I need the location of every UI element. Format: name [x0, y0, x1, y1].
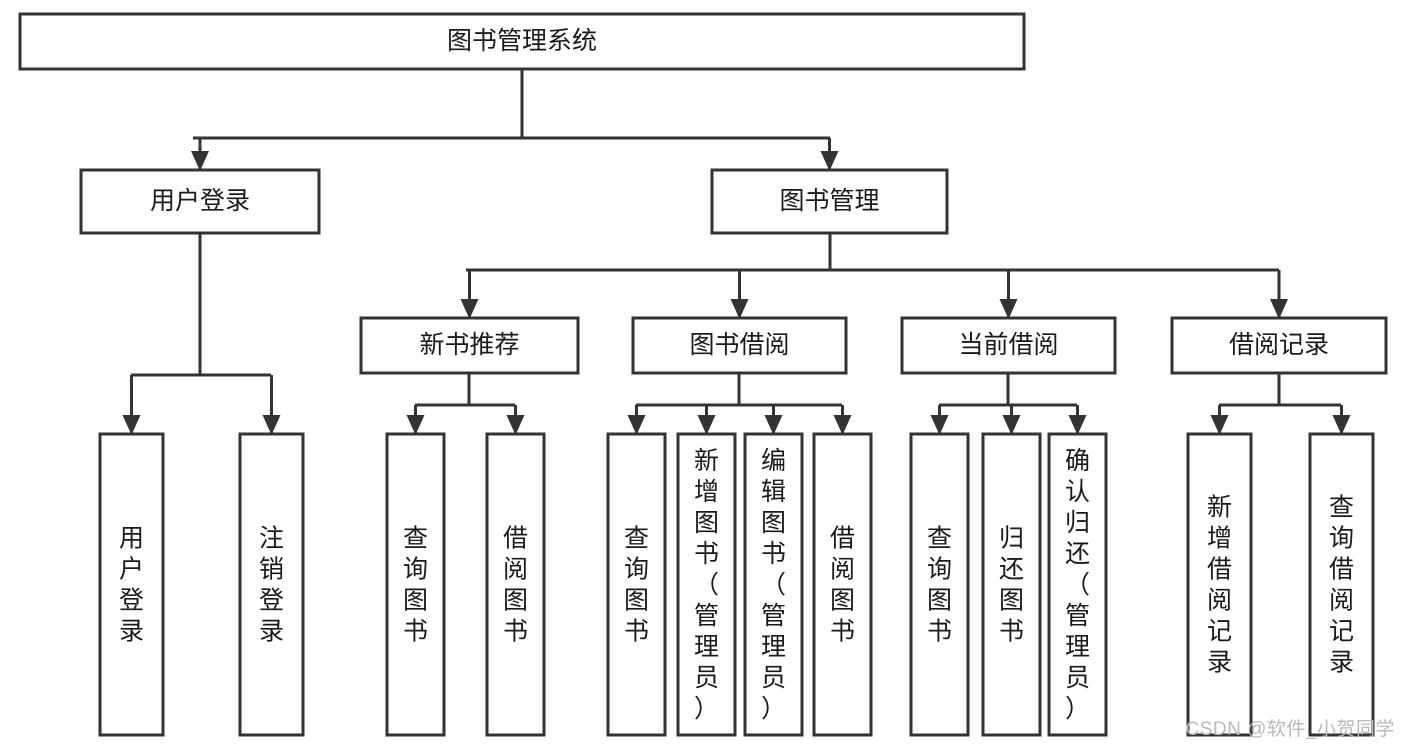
arrow-head-icon — [262, 415, 281, 435]
arrow-head-icon — [697, 415, 716, 435]
arrow-head-icon — [506, 415, 525, 435]
node-level3[interactable]: 当前借阅 — [900, 316, 1117, 375]
node-box[interactable] — [485, 432, 546, 737]
node-box[interactable] — [631, 316, 848, 375]
connector-layer — [122, 69, 1351, 435]
node-label: 新增借阅记录 — [1207, 494, 1232, 677]
arrow-head-icon — [730, 299, 749, 319]
node-leaf[interactable]: 用户登录 — [98, 432, 165, 737]
node-box[interactable] — [743, 432, 804, 737]
node-leaf[interactable]: 归还图书 — [981, 432, 1042, 737]
node-label: 借阅记录 — [1229, 331, 1329, 359]
node-box[interactable] — [900, 316, 1117, 375]
node-box[interactable] — [981, 432, 1042, 737]
node-leaf[interactable]: 新增借阅记录 — [1186, 432, 1253, 737]
node-label: 图书管理 — [779, 187, 879, 215]
node-box[interactable] — [909, 432, 970, 737]
node-leaf[interactable]: 确认归还（管理员） — [1047, 432, 1108, 737]
node-box[interactable] — [1308, 432, 1375, 737]
arrow-head-icon — [930, 415, 949, 435]
node-label: 借阅图书 — [830, 525, 855, 646]
arrow-head-icon — [1270, 299, 1288, 319]
node-box[interactable] — [79, 168, 321, 235]
node-box[interactable] — [18, 12, 1026, 71]
node-layer: 图书管理系统用户登录图书管理新书推荐图书借阅当前借阅借阅记录用户登录注销登录查询… — [18, 12, 1388, 737]
node-label: 编辑图书（管理员） — [761, 447, 786, 723]
arrow-head-icon — [833, 415, 852, 435]
node-leaf[interactable]: 借阅图书 — [485, 432, 546, 737]
node-label: 查询图书 — [927, 525, 952, 646]
node-root[interactable]: 图书管理系统 — [18, 12, 1026, 71]
node-leaf[interactable]: 查询借阅记录 — [1308, 432, 1375, 737]
arrow-head-icon — [999, 299, 1018, 319]
node-label: 确认归还（管理员） — [1065, 447, 1090, 723]
node-leaf[interactable]: 查询图书 — [385, 432, 446, 737]
node-label: 新增图书（管理员） — [694, 447, 719, 723]
node-box[interactable] — [676, 432, 737, 737]
node-level3[interactable]: 借阅记录 — [1170, 316, 1388, 375]
arrow-head-icon — [627, 415, 646, 435]
node-box[interactable] — [1170, 316, 1388, 375]
node-leaf[interactable]: 编辑图书（管理员） — [743, 432, 804, 737]
node-level2[interactable]: 用户登录 — [79, 168, 321, 235]
arrow-head-icon — [820, 151, 839, 171]
node-label: 查询借阅记录 — [1329, 494, 1354, 677]
node-label: 注销登录 — [259, 525, 284, 646]
csdn-watermark: CSDN @软件_小贺同学 — [1185, 719, 1395, 740]
node-level2[interactable]: 图书管理 — [710, 168, 949, 235]
node-leaf[interactable]: 查询图书 — [606, 432, 667, 737]
arrow-head-icon — [1210, 415, 1229, 435]
node-level3[interactable]: 新书推荐 — [359, 316, 580, 375]
node-box[interactable] — [710, 168, 949, 235]
node-label: 当前借阅 — [958, 331, 1058, 359]
node-leaf[interactable]: 查询图书 — [909, 432, 970, 737]
node-box[interactable] — [812, 432, 873, 737]
node-box[interactable] — [98, 432, 165, 737]
node-label: 归还图书 — [999, 525, 1024, 646]
node-label: 图书管理系统 — [447, 27, 597, 55]
node-leaf[interactable]: 借阅图书 — [812, 432, 873, 737]
node-box[interactable] — [359, 316, 580, 375]
arrow-head-icon — [1002, 415, 1021, 435]
node-box[interactable] — [385, 432, 446, 737]
arrow-head-icon — [1332, 415, 1351, 435]
node-box[interactable] — [1047, 432, 1108, 737]
arrow-head-icon — [406, 415, 425, 435]
arrow-head-icon — [460, 299, 479, 319]
node-label: 借阅图书 — [503, 525, 528, 646]
node-level3[interactable]: 图书借阅 — [631, 316, 848, 375]
node-box[interactable] — [238, 432, 305, 737]
node-box[interactable] — [606, 432, 667, 737]
node-label: 查询图书 — [624, 525, 649, 646]
node-leaf[interactable]: 新增图书（管理员） — [676, 432, 737, 737]
node-leaf[interactable]: 注销登录 — [238, 432, 305, 737]
node-label: 用户登录 — [119, 525, 144, 646]
node-label: 图书借阅 — [689, 331, 789, 359]
node-box[interactable] — [1186, 432, 1253, 737]
node-label: 用户登录 — [150, 187, 250, 215]
arrow-head-icon — [122, 415, 141, 435]
arrow-head-icon — [191, 151, 209, 171]
arrow-head-icon — [1068, 415, 1087, 435]
node-label: 新书推荐 — [419, 331, 519, 359]
node-label: 查询图书 — [403, 525, 428, 646]
arrow-head-icon — [764, 415, 783, 435]
